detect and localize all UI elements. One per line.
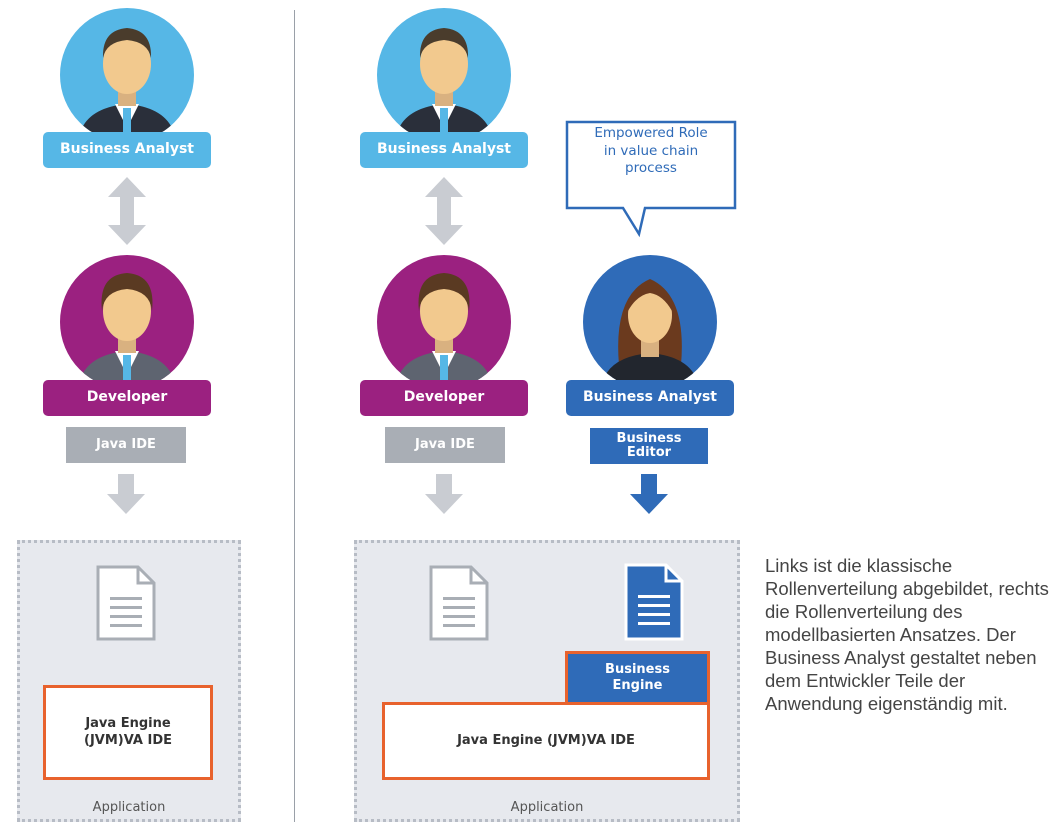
double-arrow-left [108,177,146,245]
developer-label-left: Developer [43,380,211,416]
java-ide-left: Java IDE [66,427,186,463]
description-text: Links ist die klassische Rollenverteilun… [765,555,1049,714]
business-analyst-label-right: Business Analyst [360,132,528,168]
business-engine: Business Engine [565,651,710,705]
document-icon-gray [429,565,489,641]
application-label-left: Application [92,800,166,815]
business-analyst-avatar-right [377,8,511,142]
developer-label-right: Developer [360,380,528,416]
document-icon-left [96,565,156,641]
developer-avatar-right [377,255,511,389]
business-analyst-label-woman: Business Analyst [566,380,734,416]
down-arrow-right-blue [630,474,668,514]
document-icon-blue [624,563,684,641]
business-analyst-woman-avatar [583,255,717,389]
double-arrow-right [425,177,463,245]
down-arrow-right-gray [425,474,463,514]
developer-avatar-left [60,255,194,389]
java-engine-left: Java Engine (JVM)VA IDE [43,685,213,780]
business-analyst-label-left: Business Analyst [43,132,211,168]
business-editor: Business Editor [590,428,708,464]
application-label-right: Application [510,800,584,815]
divider-line [294,10,295,822]
down-arrow-left [107,474,145,514]
java-ide-right: Java IDE [385,427,505,463]
java-engine-right: Java Engine (JVM)VA IDE [382,702,710,780]
speech-bubble [565,120,737,238]
callout-text: Empowered Role in value chain process [594,125,708,177]
business-analyst-avatar-left [60,8,194,142]
